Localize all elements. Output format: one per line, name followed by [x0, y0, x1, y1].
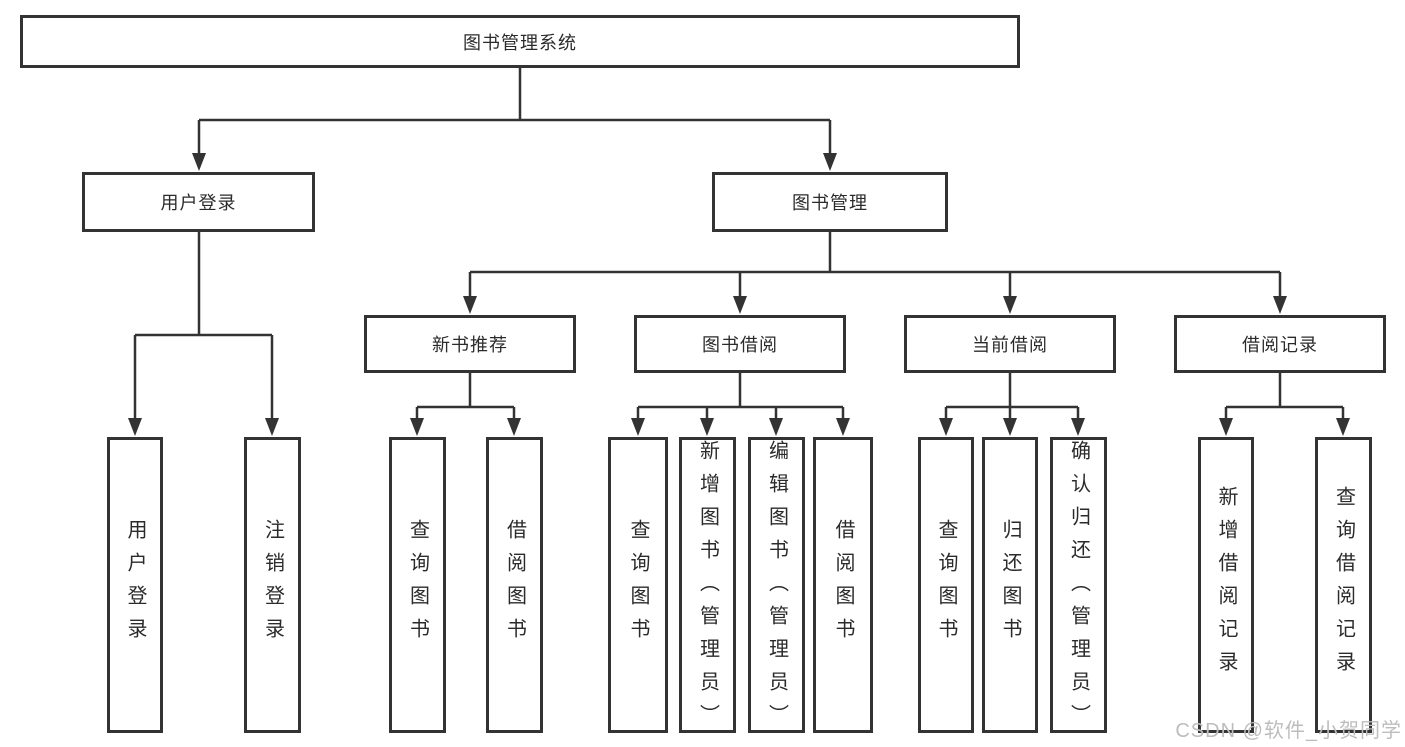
arrow-icon	[836, 418, 850, 436]
connector-paths	[133, 68, 1345, 420]
leaf-borrow-book-2-label: 借阅图书	[832, 519, 854, 651]
csdn-watermark: CSDN @软件_小贺同学	[1175, 720, 1402, 742]
arrowheads	[128, 153, 1350, 436]
leaf-edit-book-admin: 编辑图书（管理员）	[748, 437, 805, 737]
arrow-icon	[1003, 418, 1017, 436]
node-book-management-label: 图书管理	[792, 193, 868, 213]
arrow-icon	[733, 296, 747, 314]
leaf-borrow-book-1-label: 借阅图书	[503, 519, 526, 651]
leaf-confirm-return-admin: 确认归还（管理员）	[1050, 437, 1107, 737]
leaf-query-book-3: 查询图书	[918, 437, 974, 733]
node-current-borrow-label: 当前借阅	[972, 335, 1048, 355]
leaf-add-borrow-record-label: 新增借阅记录	[1215, 486, 1237, 684]
arrow-icon	[769, 418, 783, 436]
arrow-icon	[463, 296, 477, 314]
arrow-icon	[939, 418, 953, 436]
leaf-user-login: 用户登录	[107, 437, 163, 733]
leaf-query-book-2-label: 查询图书	[627, 519, 649, 651]
arrow-icon	[1336, 418, 1350, 436]
leaf-borrow-book-2: 借阅图书	[813, 437, 873, 733]
arrow-icon	[1273, 296, 1287, 314]
node-borrow-record: 借阅记录	[1174, 315, 1386, 373]
leaf-return-book: 归还图书	[982, 437, 1038, 733]
node-root: 图书管理系统	[20, 15, 1020, 68]
leaf-query-book-2: 查询图书	[608, 437, 668, 733]
arrow-icon	[507, 418, 521, 436]
leaf-query-borrow-record: 查询借阅记录	[1315, 437, 1372, 733]
arrow-icon	[128, 418, 142, 436]
leaf-logout: 注销登录	[244, 437, 301, 733]
leaf-query-book-1-label: 查询图书	[406, 519, 429, 651]
leaf-return-book-label: 归还图书	[999, 519, 1021, 651]
leaf-confirm-return-admin-label: 确认归还（管理员）	[1067, 440, 1090, 737]
node-new-book-recommend-label: 新书推荐	[432, 335, 508, 355]
node-current-borrow: 当前借阅	[904, 315, 1116, 373]
leaf-query-book-1: 查询图书	[389, 437, 446, 733]
node-new-book-recommend: 新书推荐	[364, 315, 576, 373]
leaf-borrow-book-1: 借阅图书	[486, 437, 543, 733]
leaf-logout-label: 注销登录	[261, 519, 284, 651]
node-root-label: 图书管理系统	[463, 32, 577, 53]
node-user-login: 用户登录	[82, 172, 315, 232]
arrow-icon	[1003, 296, 1017, 314]
leaf-add-book-admin: 新增图书（管理员）	[679, 437, 736, 737]
arrow-icon	[1219, 418, 1233, 436]
arrow-icon	[1071, 418, 1085, 436]
arrow-icon	[700, 418, 714, 436]
arrow-icon	[631, 418, 645, 436]
node-book-borrow: 图书借阅	[634, 315, 846, 373]
node-user-login-label: 用户登录	[160, 193, 237, 213]
leaf-query-book-3-label: 查询图书	[935, 519, 957, 651]
node-book-borrow-label: 图书借阅	[702, 335, 778, 355]
leaf-add-book-admin-label: 新增图书（管理员）	[696, 440, 719, 737]
node-book-management: 图书管理	[712, 172, 948, 232]
leaf-query-borrow-record-label: 查询借阅记录	[1332, 486, 1355, 684]
arrow-icon	[265, 418, 279, 436]
node-borrow-record-label: 借阅记录	[1242, 335, 1318, 355]
arrow-icon	[192, 153, 206, 171]
leaf-edit-book-admin-label: 编辑图书（管理员）	[765, 440, 788, 737]
leaf-user-login-label: 用户登录	[124, 519, 146, 651]
arrow-icon	[823, 153, 837, 171]
arrow-icon	[410, 418, 424, 436]
leaf-add-borrow-record: 新增借阅记录	[1198, 437, 1254, 733]
